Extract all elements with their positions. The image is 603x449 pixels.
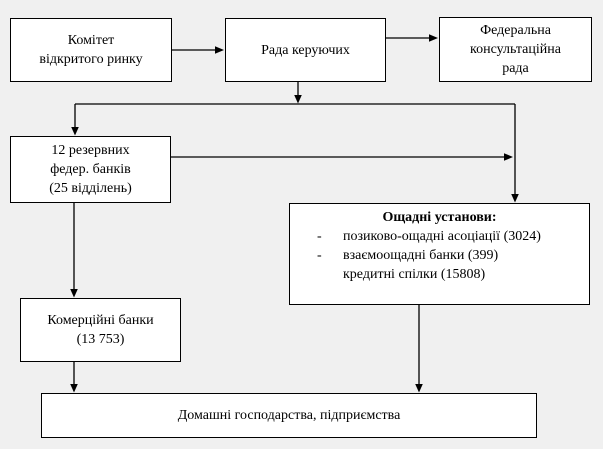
arrow-committee-to-board: [172, 46, 224, 54]
savings-item: - взаємоощадні банки (399): [290, 246, 589, 265]
savings-item: - позиково-ощадні асоціації (3024): [290, 227, 589, 246]
savings-title: Ощадні установи:: [382, 210, 497, 225]
list-dash: -: [317, 248, 322, 263]
node-label-line: Рада керуючих: [261, 42, 350, 58]
node-label-line: федер. банків: [50, 162, 131, 177]
savings-item-text: позиково-ощадні асоціації (3024): [343, 229, 541, 244]
arrow-board-to-council: [386, 34, 438, 42]
node-open-market-committee: Комітет відкритого ринку: [10, 18, 172, 82]
node-label-line: (25 відділень): [49, 181, 132, 196]
savings-item-text: кредитні спілки (15808): [343, 267, 486, 282]
node-label-line: Домашні господарства, підприємства: [177, 408, 401, 423]
savings-item-text: взаємоощадні банки (399): [343, 248, 499, 263]
list-dash: -: [317, 229, 322, 244]
arrow-junction-to-reserve-banks: [71, 104, 79, 136]
node-board-of-governors: Рада керуючих: [225, 18, 386, 82]
node-label-line: Федеральна: [480, 23, 551, 38]
node-federal-advisory-council: Федеральна консультаційна рада: [439, 17, 592, 82]
node-label-line: відкритого ринку: [39, 52, 143, 67]
node-label-line: (13 753): [76, 332, 125, 347]
list-dash-empty: [317, 265, 343, 284]
node-label-line: 12 резервних: [51, 143, 130, 158]
node-reserve-banks: 12 резервних федер. банків (25 відділень…: [10, 136, 171, 203]
node-commercial-banks: Комерційні банки (13 753): [20, 298, 181, 362]
node-label-line: Комерційні банки: [47, 313, 154, 328]
arrow-commercial-to-households: [70, 362, 78, 393]
node-savings-institutions: Ощадні установи: - позиково-ощадні асоці…: [289, 203, 590, 305]
node-label-line: консультаційна: [470, 42, 561, 57]
savings-item: кредитні спілки (15808): [290, 265, 589, 284]
arrow-board-down-to-junction: [294, 82, 302, 104]
arrow-savings-to-households: [415, 305, 423, 393]
arrow-reserve-banks-to-commercial: [70, 203, 78, 298]
node-label-line: Комітет: [67, 33, 115, 48]
node-households-enterprises: Домашні господарства, підприємства: [41, 393, 537, 438]
arrow-reserve-banks-to-savings-line: [171, 153, 513, 161]
node-label-line: рада: [502, 61, 529, 76]
arrow-junction-to-savings: [511, 104, 519, 203]
